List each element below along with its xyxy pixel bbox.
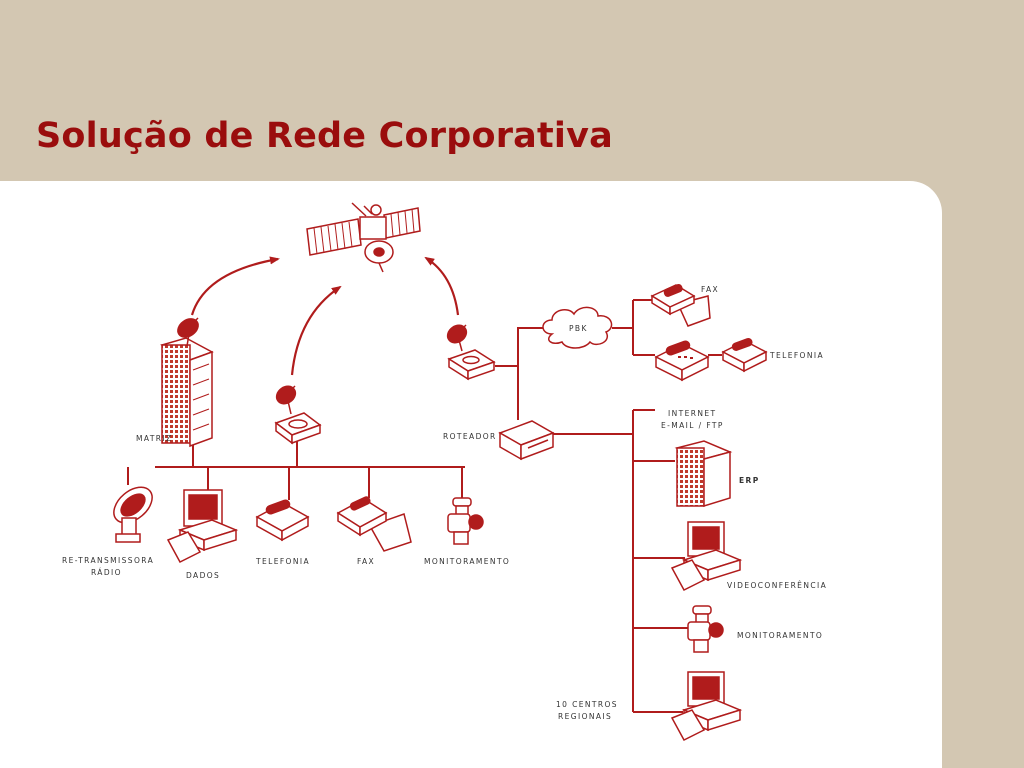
label-monitoramento-bottom: MONITORAMENTO [424,557,510,566]
content-panel [0,181,942,768]
phone-top-2-icon [721,337,768,373]
valve-right-icon [687,605,724,653]
label-matriz: MATRIZ [136,434,173,443]
router-icon [498,420,555,461]
computer-dados-icon [166,489,239,563]
satellite-links [190,256,460,376]
network-wiring [127,299,722,713]
radio-dish-icon [113,486,153,543]
label-radio: RÁDIO [91,568,122,577]
label-telefonia-bottom: TELEFONIA [255,557,310,566]
slide-title: Solução de Rede Corporativa [36,116,613,156]
fax-bottom-icon [336,496,412,552]
diagram-labels: MATRIZ ROTEADOR PBK FAX TELEFONIA INTERN… [62,285,827,721]
label-fax-top: FAX [701,285,719,294]
label-fax-bottom: FAX [357,557,375,566]
label-telefonia-top: TELEFONIA [769,351,824,360]
label-videoconferencia: VIDEOCONFERÊNCIA [727,581,827,590]
link-modem-satellite [290,285,342,376]
label-regionais: REGIONAIS [558,712,612,721]
link-matriz-satellite [190,256,280,316]
link-roteador-satellite [424,256,460,316]
modem-icon [274,412,322,445]
label-internet: INTERNET [668,409,716,418]
label-pbk: PBK [569,324,588,333]
satellite-icon [306,202,421,273]
pbk-cloud-icon [542,306,613,349]
phone-top-1-icon [654,340,710,382]
matriz-building-icon [160,337,214,448]
label-centros: 10 CENTROS [556,700,618,709]
computer-regional-icon [670,671,743,741]
erp-building-icon [674,440,733,508]
label-monitoramento-right: MONITORAMENTO [737,631,823,640]
label-roteador: ROTEADOR [443,432,497,441]
label-retransmissora: RE-TRANSMISSORA [62,556,154,565]
phone-bottom-icon [255,499,310,542]
satellite-modem-icon [447,349,496,381]
label-email-ftp: E-MAIL / FTP [661,421,724,430]
valve-bottom-icon [447,497,484,545]
label-erp: ERP [739,476,760,485]
roteador-dish-icon [446,324,468,352]
fax-top-icon [650,284,711,327]
label-dados: DADOS [186,571,220,580]
matriz-dish-icon [177,317,199,347]
computer-video-icon [670,521,743,591]
modem-dish-icon [275,385,297,415]
